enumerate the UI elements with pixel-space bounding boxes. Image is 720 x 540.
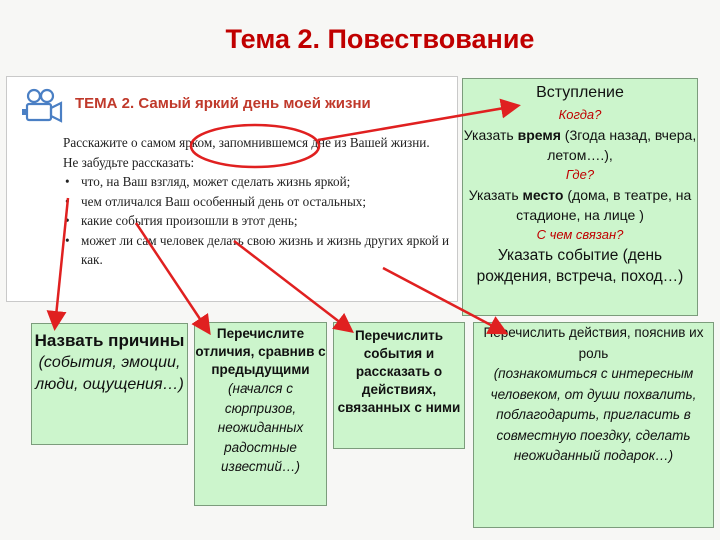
reasons-heading: Назвать причины — [34, 331, 185, 350]
task-label: ТЕМА 2. — [75, 95, 135, 112]
task-bullet: • какие события произошли в этот день; — [63, 211, 455, 231]
task-body: Расскажите о самом ярком, запомнившемся … — [63, 133, 455, 270]
task-intro-line: Не забудьте рассказать: — [63, 154, 195, 170]
task-title-text: Самый яркий день моей жизни — [138, 95, 371, 112]
task-card: ТЕМА 2. Самый яркий день моей жизни Расс… — [6, 76, 458, 302]
task-bullet-list: • что, на Ваш взгляд, может сделать жизнь… — [63, 172, 455, 270]
reasons-details: (события, эмоции, люди, ощущения…) — [35, 354, 184, 393]
task-bullet: • чем отличался Ваш особенный день от ост… — [63, 192, 455, 212]
question-related: С чем связан? — [536, 227, 624, 242]
task-bullet-text: что, на Ваш взгляд, может сделать жизнь … — [81, 174, 351, 189]
task-bullet-text: чем отличался Ваш особенный день от оста… — [81, 193, 367, 209]
when-text: Указать время (3года назад, вчера, летом… — [463, 125, 697, 165]
task-bullet-text: какие события произошли в этот день; — [81, 213, 298, 228]
where-text: Указать место (дома, в театре, на стадио… — [463, 185, 697, 225]
question-where: Где? — [565, 167, 595, 182]
actions-box: Перечислить действия, пояснив их роль (п… — [473, 322, 714, 528]
event-text: Указать событие (день рождения, встреча,… — [476, 247, 684, 285]
task-bullet: • что, на Ваш взгляд, может сделать жизнь… — [63, 172, 455, 192]
bullet-icon: • — [65, 193, 70, 209]
task-title: ТЕМА 2. Самый яркий день моей жизни — [75, 95, 371, 112]
where-bold: место — [522, 187, 564, 203]
task-bullet: • может ли сам человек делать свою жизнь … — [63, 231, 455, 270]
events-heading: Перечислить события и рассказать о дейст… — [337, 328, 461, 415]
when-rest: (3года назад, вчера, летом….), — [547, 127, 697, 163]
where-prefix: Указать — [468, 187, 523, 203]
events-box: Перечислить события и рассказать о дейст… — [333, 322, 465, 449]
where-rest: (дома, в театре, на стадионе, на лице ) — [516, 187, 692, 223]
differences-box: Перечислите отличия, сравнив с предыдущи… — [194, 322, 327, 506]
bullet-icon: • — [65, 232, 70, 248]
question-when: Когда? — [558, 107, 602, 122]
intro-heading: Вступление — [536, 84, 624, 101]
when-bold: время — [517, 127, 561, 143]
video-camera-icon — [22, 88, 63, 123]
actions-heading: Перечислить действия, пояснив их роль — [483, 325, 704, 361]
task-intro-line: Расскажите о самом ярком, запомнившемся … — [63, 135, 430, 150]
bullet-icon: • — [65, 174, 70, 189]
differences-details: (начался с сюрпризов, неожиданных радост… — [217, 381, 304, 474]
when-prefix: Указать — [463, 127, 518, 143]
task-bullet-text: может ли сам человек делать свою жизнь и… — [81, 232, 450, 268]
differences-heading: Перечислите отличия, сравнив с предыдущи… — [195, 326, 326, 377]
actions-details: (познакомиться с интересным человеком, о… — [490, 366, 697, 463]
intro-box: Вступление Когда? Указать время (3года н… — [462, 78, 698, 316]
bullet-icon: • — [65, 213, 70, 228]
reasons-box: Назвать причины (события, эмоции, люди, … — [31, 323, 188, 445]
slide-title: Тема 2. Повествование — [225, 24, 535, 54]
